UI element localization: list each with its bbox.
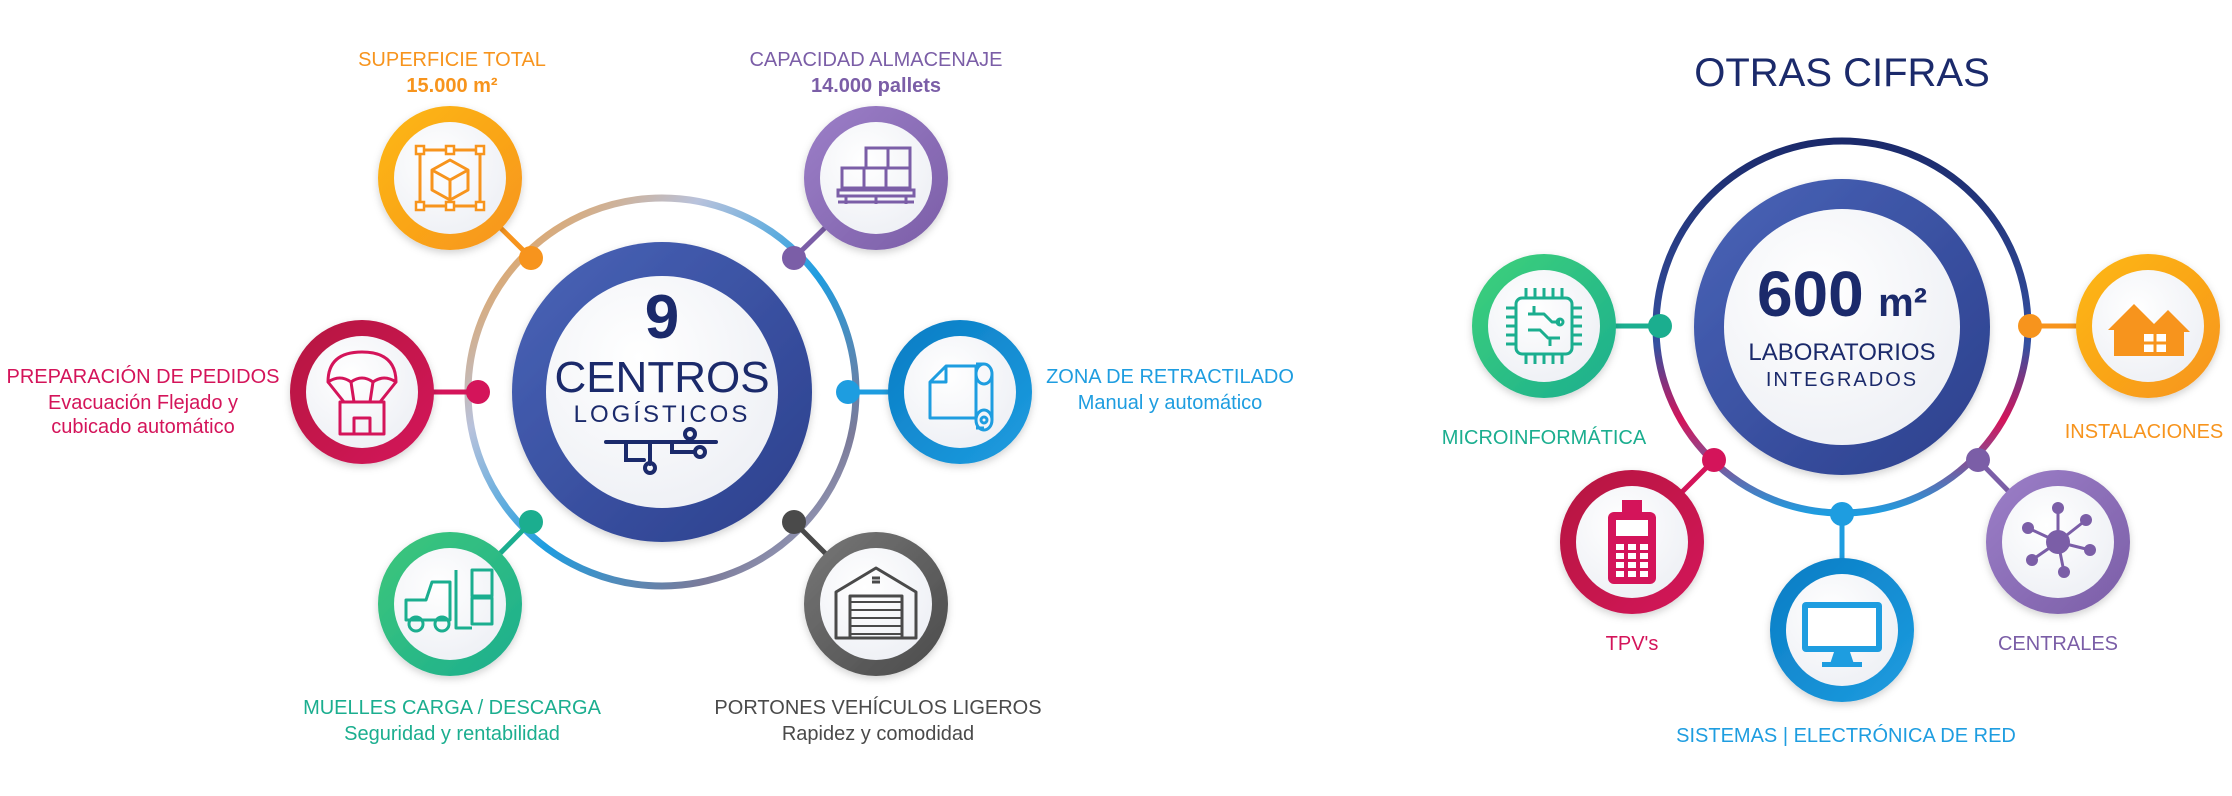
circuit-icon (604, 427, 718, 475)
connector-dot (1966, 448, 1990, 472)
parachute-box-icon (326, 350, 398, 436)
network-hub-icon (2022, 502, 2096, 578)
cube-area-icon (414, 144, 486, 212)
node-centrales: CENTRALES (1986, 470, 2130, 655)
node-subtitle: Seguridad y rentabilidad (344, 723, 560, 745)
connector-dot (782, 246, 806, 270)
node-retractilado: ZONA DE RETRACTILADO Manual y automático (888, 320, 1294, 464)
node-title: INSTALACIONES (2065, 421, 2224, 443)
warehouse-door-icon (834, 566, 918, 640)
node-title: PORTONES VEHÍCULOS LIGEROS (714, 696, 1041, 719)
node-inner (394, 122, 506, 234)
node-title: PREPARACIÓN DE PEDIDOS (6, 365, 279, 388)
svg-text:600 m²: 600 m² (1757, 258, 1927, 330)
node-subtitle: Rapidez y comodidad (782, 723, 974, 745)
node-title: MICROINFORMÁTICA (1442, 426, 1647, 449)
center-number-right: 600 (1757, 258, 1864, 330)
figures-heading: OTRAS CIFRAS (1694, 51, 1990, 95)
connector-dot (782, 510, 806, 534)
houses-icon (2108, 304, 2190, 356)
node-tpv: TPV's (1560, 470, 1704, 655)
center-line1: CENTROS (554, 353, 769, 402)
connector-dot (836, 380, 860, 404)
logistics-diagram: 9 CENTROS LOGÍSTICOS SUPERFICIE TOTAL 15.… (6, 49, 1293, 745)
node-subtitle: Manual y automático (1078, 392, 1263, 414)
figures-diagram: OTRAS CIFRAS 600 m² LABORATORIOS INTEGRA… (1442, 51, 2224, 747)
node-title: CENTRALES (1998, 633, 2118, 655)
connector-dot (519, 246, 543, 270)
node-portones: PORTONES VEHÍCULOS LIGEROS Rapidez y como… (714, 532, 1042, 745)
connector-dot (2018, 314, 2042, 338)
node-title: ZONA DE RETRACTILADO (1046, 366, 1294, 388)
microchip-icon (1506, 288, 1582, 364)
node-title: SUPERFICIE TOTAL (358, 49, 546, 71)
center-line1-right: LABORATORIOS (1748, 339, 1935, 366)
node-subtitle: 14.000 pallets (811, 75, 941, 97)
node-instalaciones: INSTALACIONES (2065, 254, 2224, 443)
node-subtitle: Evacuación Flejado y (48, 392, 238, 414)
monitor-icon (1802, 602, 1882, 667)
node-title: SISTEMAS | ELECTRÓNICA DE RED (1676, 724, 2016, 747)
node-subtitle: 15.000 m² (406, 75, 498, 97)
pos-terminal-icon (1608, 500, 1656, 584)
connector-dot (1830, 502, 1854, 526)
node-title: MUELLES CARGA / DESCARGA (303, 697, 602, 719)
connector-dot (1648, 314, 1672, 338)
center-unit-right: m² (1878, 281, 1927, 325)
node-micro: MICROINFORMÁTICA (1442, 254, 1647, 449)
node-muelles: MUELLES CARGA / DESCARGA Seguridad y rent… (303, 532, 602, 745)
node-capacidad: CAPACIDAD ALMACENAJE 14.000 pallets (749, 49, 1003, 250)
connector-dot (519, 510, 543, 534)
node-inner (1488, 270, 1600, 382)
forklift-icon (404, 568, 494, 633)
node-preparacion: PREPARACIÓN DE PEDIDOS Evacuación Flejado… (6, 320, 434, 464)
center-hub: 9 CENTROS LOGÍSTICOS (512, 242, 812, 542)
center-line2: LOGÍSTICOS (574, 401, 751, 428)
node-inner (820, 122, 932, 234)
node-superficie: SUPERFICIE TOTAL 15.000 m² (358, 49, 546, 250)
connector-dot (466, 380, 490, 404)
center-line2-right: INTEGRADOS (1766, 369, 1918, 391)
film-roll-icon (928, 362, 994, 432)
node-title: TPV's (1606, 633, 1659, 655)
connector-dot (1702, 448, 1726, 472)
node-sistemas: SISTEMAS | ELECTRÓNICA DE RED (1676, 558, 2016, 747)
pallet-boxes-icon (836, 146, 916, 204)
node-inner (820, 548, 932, 660)
node-subtitle-2: cubicado automático (51, 416, 234, 438)
center-number: 9 (645, 283, 679, 352)
node-title: CAPACIDAD ALMACENAJE (749, 49, 1002, 71)
node-inner (904, 336, 1016, 448)
center-hub-right: 600 m² LABORATORIOS INTEGRADOS (1694, 179, 1990, 475)
